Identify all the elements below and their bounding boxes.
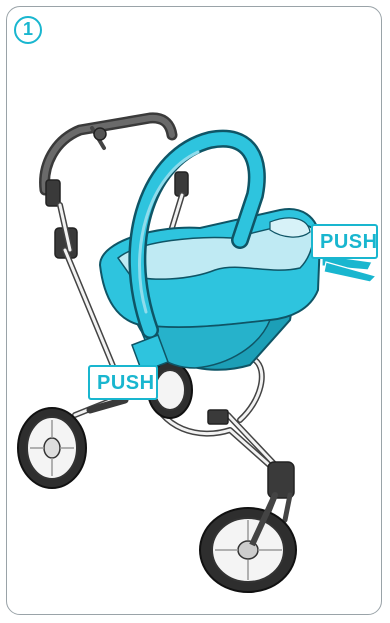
- left-joint: [46, 180, 60, 206]
- push-label-left: PUSH: [88, 365, 158, 400]
- push-label-right: PUSH: [311, 224, 378, 259]
- rear-left-wheel: [18, 408, 86, 488]
- front-wheel: [200, 495, 296, 592]
